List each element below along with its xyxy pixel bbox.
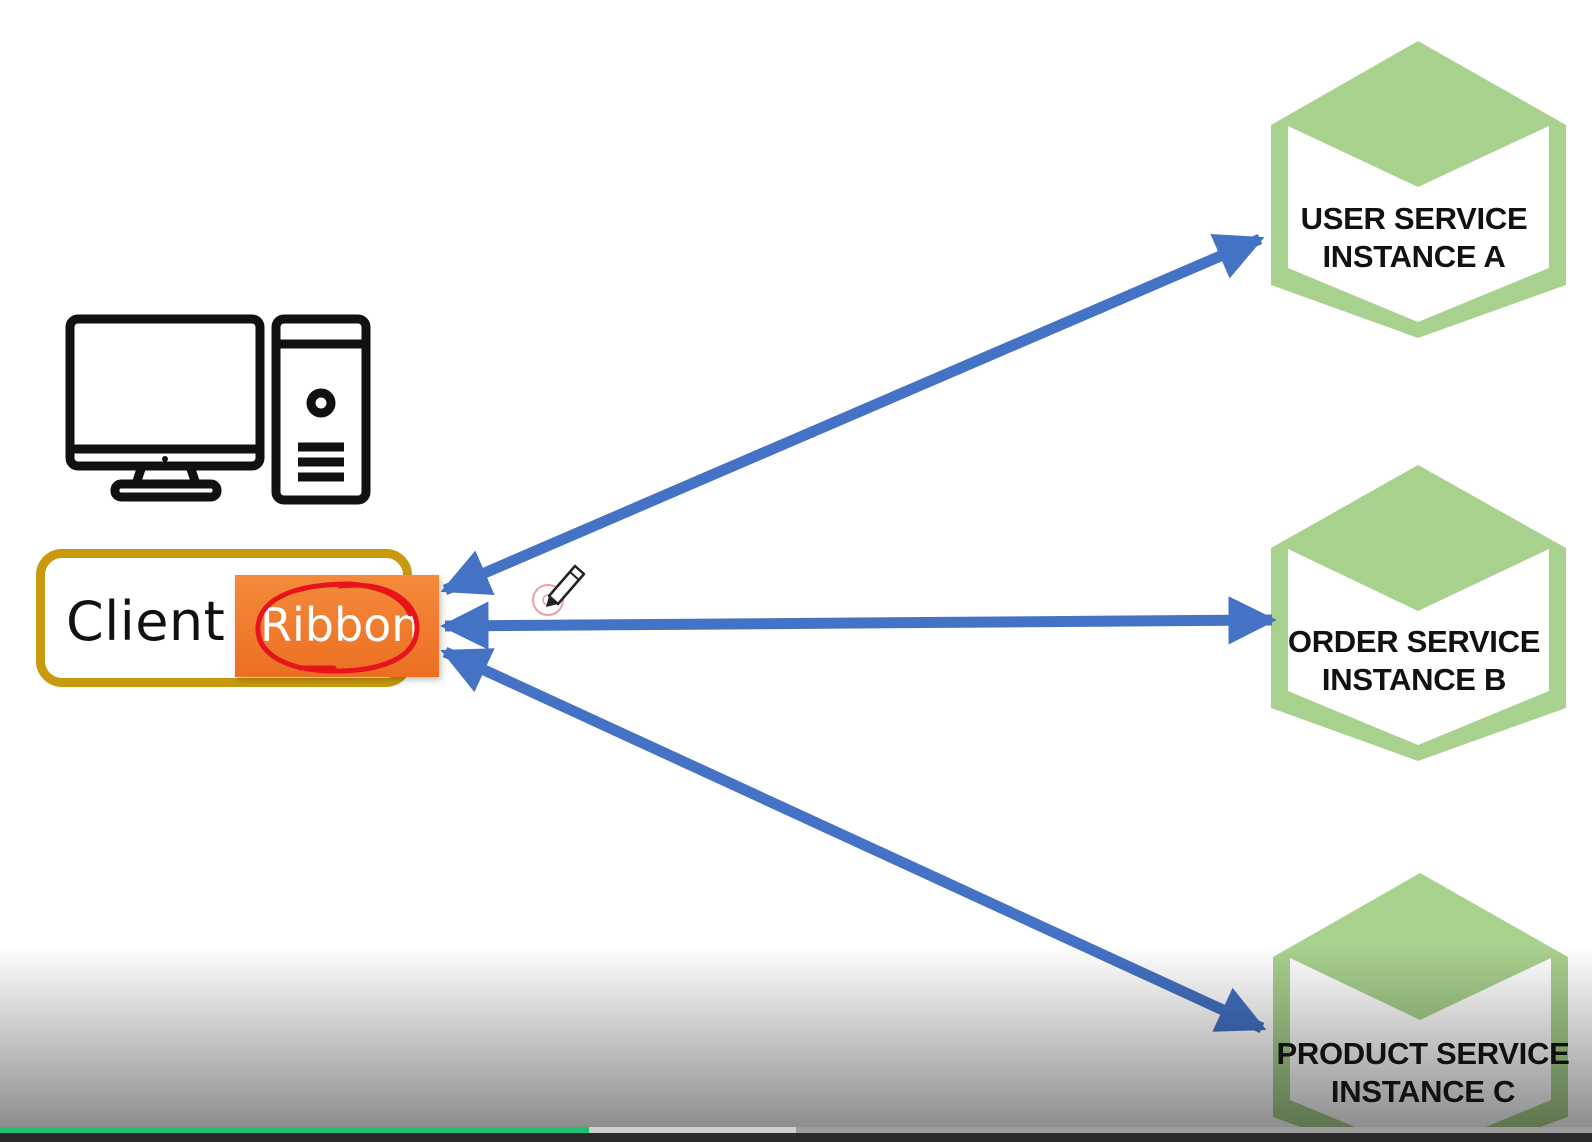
arrow-to-user-service (440, 233, 1265, 596)
order-service-line2: INSTANCE B (1321, 662, 1507, 697)
service-hexagon-b (1271, 465, 1566, 761)
user-service-line2: INSTANCE A (1322, 239, 1506, 274)
order-service-label: ORDER SERVICE INSTANCE B (1264, 623, 1564, 699)
product-service-line1: PRODUCT SERVICE (1276, 1036, 1570, 1071)
arrow-to-order-service (440, 596, 1277, 650)
service-hexagon-a (1271, 41, 1566, 338)
user-service-line1: USER SERVICE (1300, 201, 1528, 236)
arrow-to-product-service (440, 647, 1267, 1033)
client-label: Client (66, 590, 226, 653)
product-service-label: PRODUCT SERVICE INSTANCE C (1273, 1035, 1573, 1111)
service-hexagon-c (1273, 873, 1568, 1142)
ribbon-label: Ribbon (260, 598, 421, 652)
product-service-line2: INSTANCE C (1330, 1074, 1516, 1109)
video-progress-played (0, 1127, 590, 1133)
order-service-line1: ORDER SERVICE (1287, 624, 1541, 659)
desktop-computer-icon (65, 314, 371, 505)
video-control-bar (0, 1133, 1592, 1142)
arrows-group (440, 233, 1277, 1033)
user-service-label: USER SERVICE INSTANCE A (1264, 200, 1564, 276)
video-progress-bar[interactable] (0, 1127, 1592, 1133)
